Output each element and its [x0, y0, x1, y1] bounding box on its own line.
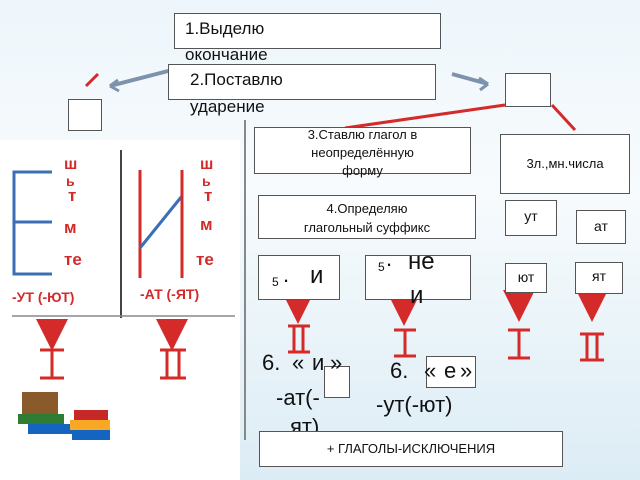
- left-t: т: [68, 186, 77, 205]
- step5-i-dot: .: [283, 262, 290, 287]
- step3-line3: форму: [342, 163, 383, 178]
- step5-ne-suffix1: не: [408, 248, 435, 275]
- left-empty-box: [68, 99, 102, 131]
- step6-e-letter: е: [444, 358, 457, 383]
- step5-i-suffix: и: [310, 262, 324, 289]
- right-sh: ш: [200, 156, 214, 173]
- step1-line1: 1.Выделю: [185, 19, 265, 38]
- step6-i-close: »: [330, 350, 343, 375]
- step6-i-ending1: -ат(-: [276, 385, 320, 410]
- step4-line1: 4.Определяю: [326, 201, 408, 216]
- step6-i-num: 6.: [262, 350, 281, 375]
- right-empty-box: [505, 73, 551, 107]
- step2-line1: 2.Поставлю: [190, 70, 283, 89]
- right-t: т: [204, 186, 213, 205]
- step2-line2: ударение: [190, 97, 265, 116]
- arrow-to-left-box: [109, 68, 173, 88]
- ending-ut-box: [505, 200, 557, 236]
- ending-yat-box: [575, 262, 623, 294]
- step5-ne-suffix2: и: [410, 282, 424, 309]
- step6-i-letter: и: [312, 350, 325, 375]
- step2-box: [168, 64, 436, 100]
- left-te: те: [64, 250, 82, 269]
- step3-line1: 3.Ставлю глагол в: [307, 127, 418, 142]
- exceptions-box: [259, 431, 563, 467]
- step5-ne-num: 5: [378, 260, 385, 274]
- step6-e-open: «: [424, 358, 437, 383]
- step1-line2: окончание: [185, 45, 268, 64]
- step6-e-num: 6.: [390, 358, 409, 383]
- right-m: м: [200, 215, 213, 234]
- ending-at-box: [576, 210, 626, 244]
- step5-ne-box: [365, 255, 471, 300]
- arrow-to-right-box: [451, 72, 489, 86]
- ending-yut: ют: [517, 269, 535, 285]
- left-sh: ш: [64, 156, 78, 173]
- step6-e-box: [426, 356, 476, 388]
- step6-i-open: «: [292, 350, 305, 375]
- step1-box: [174, 13, 441, 49]
- right-te: те: [196, 250, 214, 269]
- step6-e-ending: -ут(-ют): [376, 392, 453, 417]
- step4-box: [258, 195, 476, 239]
- step5-i-num: 5: [272, 275, 279, 289]
- left-m: м: [64, 218, 77, 237]
- step5-i-box: [258, 255, 340, 300]
- ending-yut-box: [505, 263, 547, 293]
- left-b: ь: [66, 173, 75, 189]
- step3-box: [254, 127, 471, 174]
- step5-ne-dot: .: [386, 246, 393, 271]
- step6-i-box: [324, 366, 350, 398]
- right-b: ь: [202, 173, 211, 189]
- step3-right-label: 3л.,мн.числа: [526, 156, 604, 171]
- ending-at: ат: [594, 218, 608, 234]
- ending-yat: ят: [592, 268, 606, 284]
- left-ending: -УТ (-ЮТ): [12, 289, 75, 305]
- step3-right-box: [500, 134, 630, 194]
- ending-ut: ут: [524, 208, 538, 224]
- right-ending: -АТ (-ЯТ): [140, 286, 200, 302]
- books-image: [18, 392, 110, 440]
- exceptions-label: + ГЛАГОЛЫ-ИСКЛЮЧЕНИЯ: [326, 441, 496, 456]
- step6-e-close: »: [460, 358, 473, 383]
- step3-line2: неопределённую: [311, 145, 414, 160]
- step4-line2: глагольный суффикс: [303, 220, 431, 235]
